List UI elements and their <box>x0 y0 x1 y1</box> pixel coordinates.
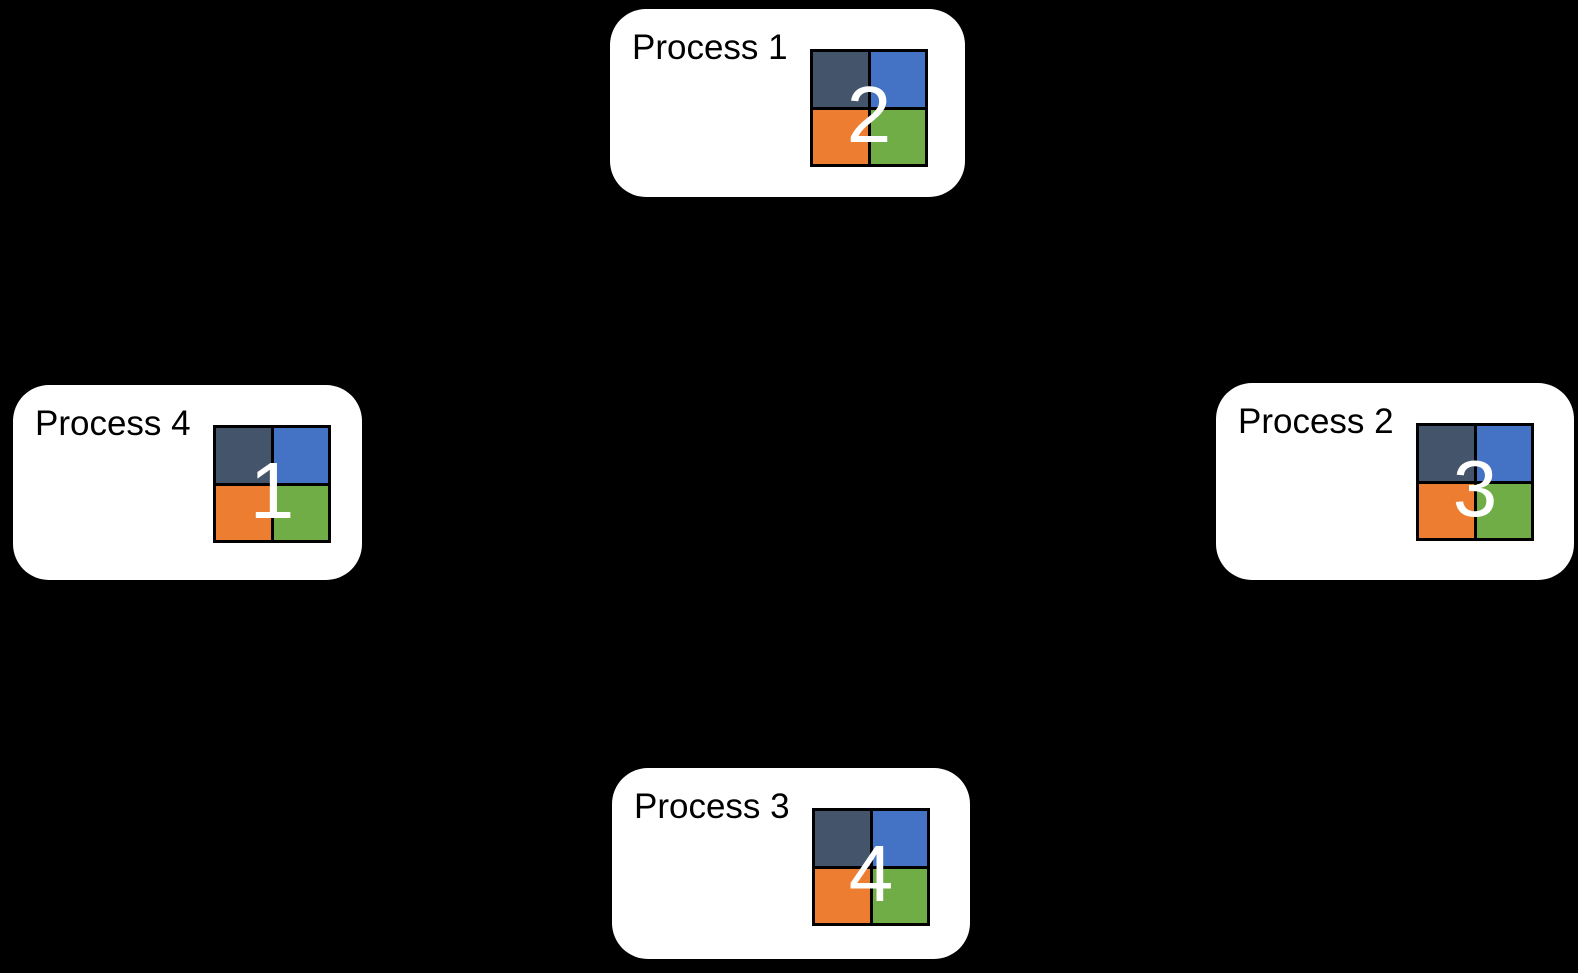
matrix-quadrant-top-left <box>813 52 868 107</box>
process-label: Process 2 <box>1238 402 1394 441</box>
matrix-quadrant-top-right <box>273 428 328 483</box>
matrix-quadrant-bottom-right <box>273 485 328 540</box>
process-node-2: Process 2 3 <box>1216 383 1574 580</box>
process-label: Process 4 <box>35 404 191 443</box>
matrix-quadrant-top-right <box>872 811 927 866</box>
matrix-grid-icon <box>812 808 930 926</box>
process-label: Process 3 <box>634 787 790 826</box>
process-node-1: Process 1 2 <box>610 9 965 197</box>
process-label: Process 1 <box>632 28 788 67</box>
matrix-quadrant-top-left <box>815 811 870 866</box>
matrix-quadrant-bottom-left <box>1419 483 1474 538</box>
matrix-grid-icon <box>1416 423 1534 541</box>
matrix-quadrant-bottom-right <box>870 109 925 164</box>
matrix-grid-icon <box>810 49 928 167</box>
process-node-3: Process 3 4 <box>612 768 970 959</box>
matrix-quadrant-bottom-left <box>815 868 870 923</box>
matrix-quadrant-bottom-left <box>813 109 868 164</box>
matrix-quadrant-top-right <box>1476 426 1531 481</box>
matrix-quadrant-bottom-right <box>1476 483 1531 538</box>
matrix-quadrant-top-left <box>216 428 271 483</box>
matrix-quadrant-bottom-right <box>872 868 927 923</box>
matrix-grid-icon <box>213 425 331 543</box>
matrix-quadrant-top-right <box>870 52 925 107</box>
matrix-quadrant-top-left <box>1419 426 1474 481</box>
process-node-4: Process 4 1 <box>13 385 362 580</box>
matrix-quadrant-bottom-left <box>216 485 271 540</box>
